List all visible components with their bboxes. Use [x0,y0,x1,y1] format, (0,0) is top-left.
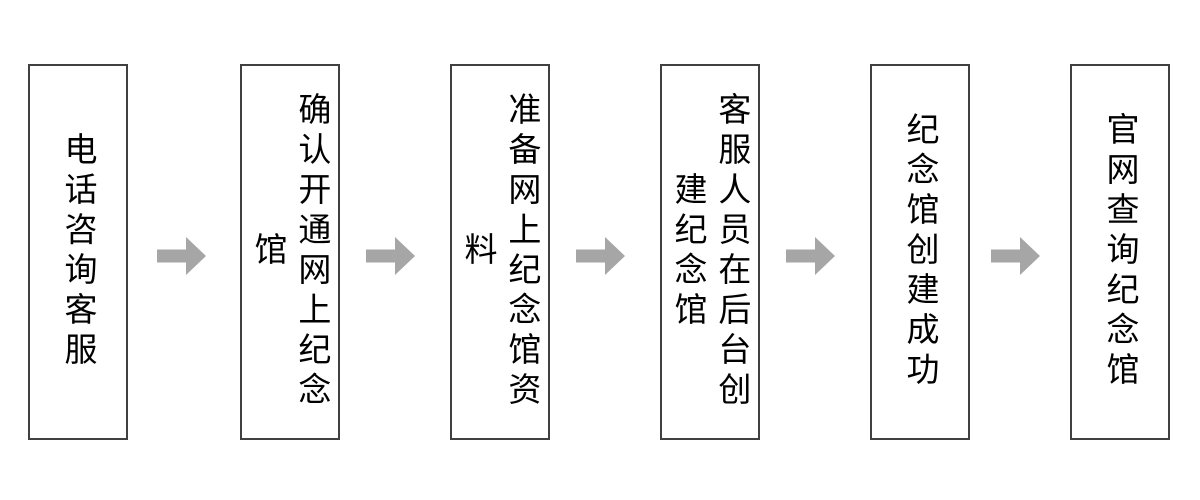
process-step-6-label: 官网查询纪念馆 [1100,112,1140,392]
arrow-right-icon-3 [576,237,625,275]
process-step-3[interactable]: 准备网上纪念馆资料 [450,64,550,440]
process-step-1-label: 电话咨询客服 [58,132,98,372]
process-step-2[interactable]: 确认开通网上纪念馆 [240,64,340,440]
process-step-5-label: 纪念馆创建成功 [900,112,940,392]
process-step-1[interactable]: 电话咨询客服 [28,64,128,440]
arrow-right-icon-4 [786,237,835,275]
process-step-4-label: 客服人员在后台创建纪念馆 [669,92,752,412]
process-step-3-label: 准备网上纪念馆资料 [459,92,542,412]
process-step-4[interactable]: 客服人员在后台创建纪念馆 [660,64,760,440]
arrow-right-icon-1 [157,237,206,275]
process-step-6[interactable]: 官网查询纪念馆 [1070,64,1170,440]
arrow-right-icon-5 [991,237,1040,275]
process-step-5[interactable]: 纪念馆创建成功 [870,64,970,440]
process-step-2-label: 确认开通网上纪念馆 [249,92,332,412]
arrow-right-icon-2 [366,237,415,275]
